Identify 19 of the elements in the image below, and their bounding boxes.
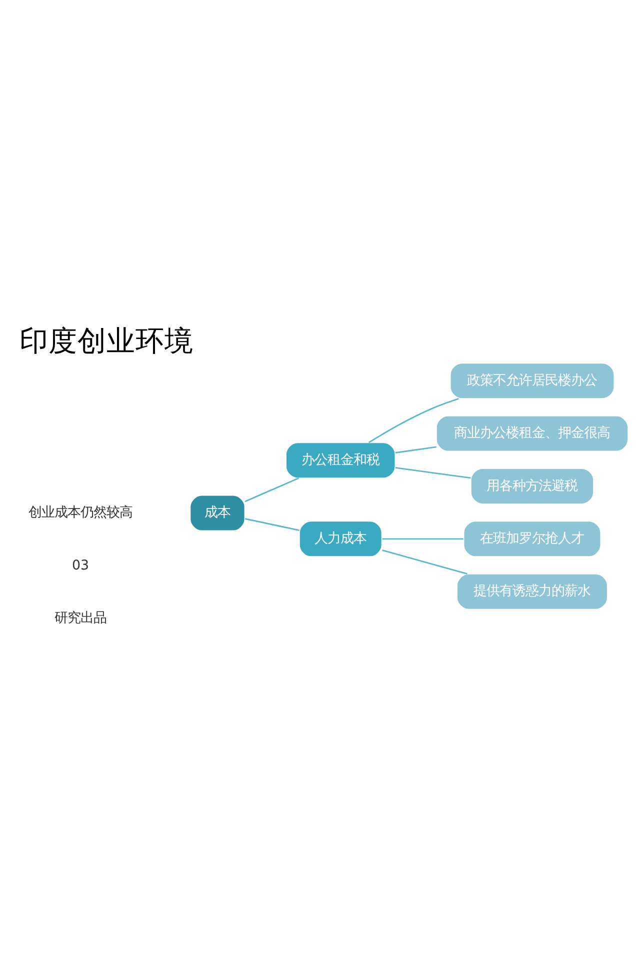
connector <box>395 446 436 454</box>
node-box: 政策不允许居民楼办公 <box>450 362 615 400</box>
node-box: 提供有诱惑力的薪水 <box>456 573 608 610</box>
connector <box>382 550 468 574</box>
node-box: 成本 <box>190 494 246 532</box>
connector <box>244 477 300 502</box>
connector <box>368 398 459 444</box>
connector <box>382 538 464 540</box>
node-box: 在班加罗尔抢人才 <box>463 520 602 558</box>
label: 03 <box>72 558 90 574</box>
label: 研究出品 <box>54 610 106 626</box>
node-box: 商业办公楼租金、押金很高 <box>436 415 628 452</box>
connector <box>244 518 300 532</box>
node-box: 办公租金和税 <box>286 442 396 479</box>
connector <box>395 466 471 479</box>
diagram-title: 印度创业环境 <box>19 324 194 358</box>
node-box: 人力成本 <box>298 520 382 558</box>
label: 创业成本仍然较高 <box>28 506 132 521</box>
node-box: 用各种方法避税 <box>470 468 594 504</box>
